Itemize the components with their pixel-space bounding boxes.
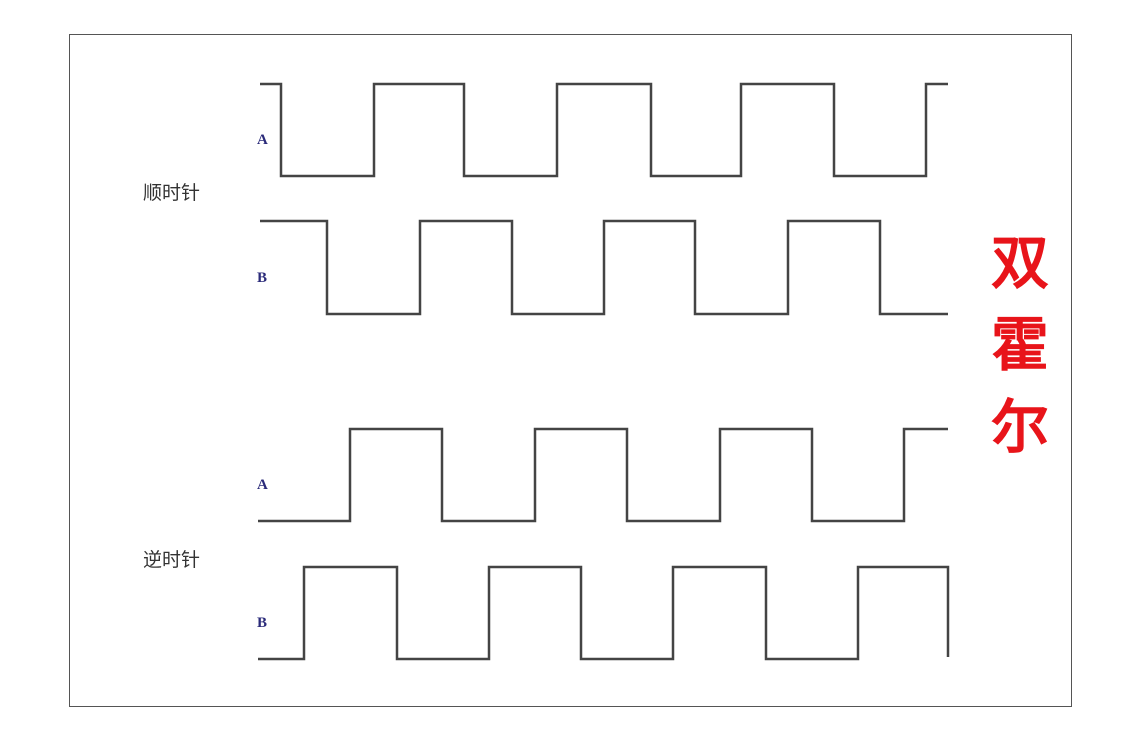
diagram-frame (69, 34, 1072, 707)
counterclockwise-signal-a-label: A (257, 477, 268, 493)
clockwise-signal-a-label: A (257, 132, 268, 148)
counterclockwise-label: 逆时针 (143, 549, 201, 571)
clockwise-label: 顺时针 (143, 182, 201, 204)
counterclockwise-a-waveform (258, 427, 948, 523)
clockwise-a-waveform (260, 82, 948, 178)
dual-hall-title: 双霍尔 (990, 229, 1049, 461)
counterclockwise-signal-b-label: B (257, 615, 268, 631)
counterclockwise-b-waveform (258, 565, 950, 661)
clockwise-signal-b-label: B (257, 270, 268, 286)
clockwise-b-waveform (260, 219, 948, 316)
